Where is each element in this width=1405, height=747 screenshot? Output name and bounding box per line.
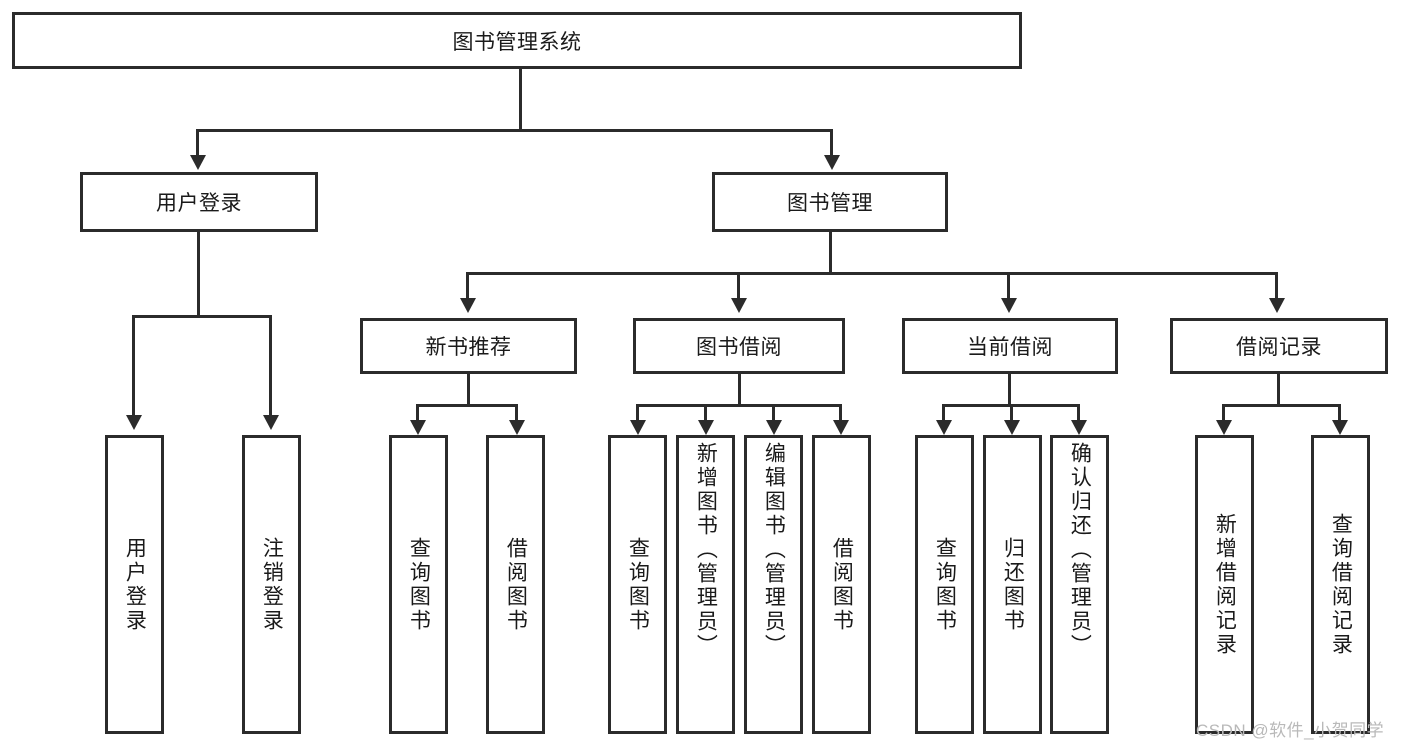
arrow-borrow-record-to-leaf-0 [1216, 420, 1232, 435]
connector-book-mgmt-to-l2-3 [1275, 272, 1278, 300]
node-label: 借阅图书 [504, 536, 528, 633]
connector-borrow-record-to-leaf-1 [1338, 404, 1341, 422]
arrow-new-book-to-leaf-0 [410, 420, 426, 435]
arrow-user-login-to-leaf-0 [126, 415, 142, 430]
connector-new-book-to-leaf-1 [515, 404, 518, 422]
node-label: 查询借阅记录 [1329, 512, 1353, 657]
arrow-current-borrow-to-leaf-1 [1004, 420, 1020, 435]
arrow-book-mgmt-to-l2-0 [460, 298, 476, 313]
arrow-root-to-user-login [190, 155, 206, 170]
node-new-book-recommend[interactable]: 新书推荐 [360, 318, 577, 374]
node-label: 编辑图书（管理员） [762, 442, 786, 658]
arrow-book-mgmt-to-l2-2 [1001, 298, 1017, 313]
arrow-current-borrow-to-leaf-2 [1071, 420, 1087, 435]
connector-new-book-bus [416, 404, 518, 407]
arrow-current-borrow-to-leaf-0 [936, 420, 952, 435]
connector-root-bus [196, 129, 833, 132]
node-label: 借阅图书 [830, 536, 854, 633]
node-label: 注销登录 [260, 536, 284, 633]
leaf-new-book-recommend-1[interactable]: 借阅图书 [486, 435, 545, 734]
connector-book-borrow-stem [738, 374, 741, 406]
node-label: 查询图书 [933, 536, 957, 633]
node-label: 新书推荐 [425, 336, 512, 359]
connector-current-borrow-to-leaf-1 [1010, 404, 1013, 422]
connector-root-to-book-mgmt [830, 129, 833, 157]
leaf-borrow-record-1[interactable]: 查询借阅记录 [1311, 435, 1370, 734]
connector-book-mgmt-to-l2-0 [466, 272, 469, 300]
csdn-watermark: CSDN @软件_小贺同学 [1196, 716, 1384, 741]
node-user-login[interactable]: 用户登录 [80, 172, 318, 232]
node-label: 归还图书 [1001, 536, 1025, 633]
node-label: 借阅记录 [1236, 336, 1322, 359]
connector-current-borrow-to-leaf-0 [942, 404, 945, 422]
connector-book-borrow-to-leaf-3 [839, 404, 842, 422]
node-borrow-record[interactable]: 借阅记录 [1170, 318, 1388, 374]
node-book-management[interactable]: 图书管理 [712, 172, 948, 232]
leaf-user-login-0[interactable]: 用户登录 [105, 435, 164, 734]
connector-user-login-to-leaf-0 [132, 315, 135, 417]
connector-user-login-stem [197, 232, 200, 317]
leaf-current-borrow-2[interactable]: 确认归还（管理员） [1050, 435, 1109, 734]
leaf-current-borrow-1[interactable]: 归还图书 [983, 435, 1042, 734]
arrow-book-borrow-to-leaf-0 [630, 420, 646, 435]
node-label: 查询图书 [626, 536, 650, 633]
leaf-book-borrow-0[interactable]: 查询图书 [608, 435, 667, 734]
connector-new-book-to-leaf-0 [416, 404, 419, 422]
node-book-borrow[interactable]: 图书借阅 [633, 318, 845, 374]
connector-borrow-record-to-leaf-0 [1222, 404, 1225, 422]
node-label: 图书借阅 [696, 336, 782, 359]
connector-book-borrow-to-leaf-1 [704, 404, 707, 422]
node-label: 图书管理 [787, 192, 873, 215]
connector-book-mgmt-to-l2-1 [737, 272, 740, 300]
connector-book-borrow-to-leaf-0 [636, 404, 639, 422]
leaf-current-borrow-0[interactable]: 查询图书 [915, 435, 974, 734]
arrow-book-borrow-to-leaf-2 [766, 420, 782, 435]
arrow-root-to-book-mgmt [824, 155, 840, 170]
node-label: 新增借阅记录 [1213, 512, 1237, 657]
node-label: 图书管理系统 [452, 30, 582, 54]
leaf-book-borrow-2[interactable]: 编辑图书（管理员） [744, 435, 803, 734]
connector-current-borrow-stem [1008, 374, 1011, 406]
arrow-book-borrow-to-leaf-3 [833, 420, 849, 435]
leaf-user-login-1[interactable]: 注销登录 [242, 435, 301, 734]
leaf-new-book-recommend-0[interactable]: 查询图书 [389, 435, 448, 734]
node-label: 确认归还（管理员） [1068, 442, 1092, 658]
arrow-borrow-record-to-leaf-1 [1332, 420, 1348, 435]
leaf-book-borrow-3[interactable]: 借阅图书 [812, 435, 871, 734]
node-root-library-system[interactable]: 图书管理系统 [12, 12, 1022, 69]
node-label: 用户登录 [123, 536, 147, 633]
arrow-book-borrow-to-leaf-1 [698, 420, 714, 435]
connector-book-mgmt-to-l2-2 [1007, 272, 1010, 300]
node-label: 用户登录 [156, 192, 242, 215]
node-label: 当前借阅 [967, 336, 1053, 359]
leaf-borrow-record-0[interactable]: 新增借阅记录 [1195, 435, 1254, 734]
arrow-user-login-to-leaf-1 [263, 415, 279, 430]
connector-root-to-user-login [196, 129, 199, 157]
node-label: 查询图书 [407, 536, 431, 633]
connector-borrow-record-stem [1277, 374, 1280, 406]
connector-book-mgmt-stem [829, 232, 832, 274]
node-current-borrow[interactable]: 当前借阅 [902, 318, 1118, 374]
connector-borrow-record-bus [1222, 404, 1341, 407]
connector-current-borrow-to-leaf-2 [1077, 404, 1080, 422]
node-label: 新增图书（管理员） [694, 442, 718, 658]
connector-book-borrow-to-leaf-2 [772, 404, 775, 422]
connector-book-borrow-bus [636, 404, 842, 407]
arrow-book-mgmt-to-l2-3 [1269, 298, 1285, 313]
leaf-book-borrow-1[interactable]: 新增图书（管理员） [676, 435, 735, 734]
connector-root-stem [519, 69, 522, 131]
connector-book-mgmt-bus [466, 272, 1278, 275]
connector-user-login-to-leaf-1 [269, 315, 272, 417]
connector-user-login-bus [132, 315, 270, 318]
watermark-text: CSDN @软件_小贺同学 [1196, 721, 1385, 740]
arrow-book-mgmt-to-l2-1 [731, 298, 747, 313]
connector-new-book-stem [467, 374, 470, 406]
arrow-new-book-to-leaf-1 [509, 420, 525, 435]
